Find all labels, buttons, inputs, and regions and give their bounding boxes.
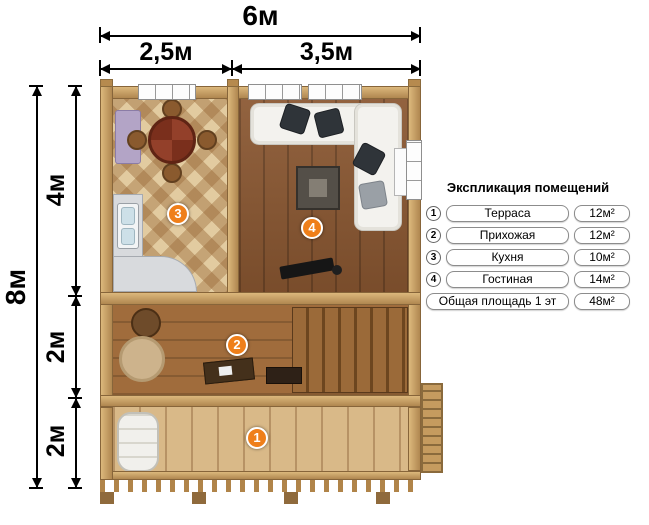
dim-tick <box>68 397 82 399</box>
living-room-window <box>308 84 362 100</box>
staircase <box>292 307 408 393</box>
total-area-value-pill: 48м² <box>574 293 630 310</box>
total-area-label-pill: Общая площадь 1 эт <box>426 293 569 310</box>
room-name-pill: Терраса <box>446 205 569 222</box>
legend-row-number: 1 <box>426 206 441 221</box>
dining-chair <box>162 163 182 183</box>
wall-kitchen-living <box>227 86 239 299</box>
dim-arrow-height-top <box>71 86 81 296</box>
wall-rooms-hallway <box>100 292 421 305</box>
dim-tick <box>68 85 82 87</box>
legend-row-number: 3 <box>426 250 441 265</box>
kitchen-sink <box>117 203 139 249</box>
legend-row-number: 4 <box>426 272 441 287</box>
dim-tick <box>231 60 233 76</box>
dim-tick <box>29 487 43 489</box>
sink-basin <box>121 207 135 225</box>
dining-table <box>148 116 196 164</box>
legend-title: Экспликация помещений <box>446 180 610 195</box>
dim-tick <box>419 27 421 43</box>
coffee-table <box>296 166 340 210</box>
hall-round-rug <box>119 336 165 382</box>
legend-total-row: Общая площадь 1 эт 48м² <box>426 293 630 310</box>
room-area-pill: 14м² <box>574 271 630 288</box>
dining-chair <box>127 130 147 150</box>
living-room-window <box>248 84 302 100</box>
dim-arrow-height-bottom <box>71 398 81 488</box>
terrace-footings <box>100 492 421 504</box>
hall-side-table <box>131 308 161 338</box>
terrace-wall-left <box>100 407 113 480</box>
wall-left <box>100 86 113 407</box>
terrace-balusters <box>100 480 421 492</box>
dim-label-height-total: 8м <box>0 268 31 306</box>
legend: Экспликация помещений 1 Терраса 12м² 2 П… <box>426 180 630 315</box>
log-end-tab <box>100 79 113 87</box>
dim-tick <box>29 85 43 87</box>
room-area-pill: 12м² <box>574 227 630 244</box>
dim-arrow-height-middle <box>71 296 81 398</box>
room-marker-hallway: 2 <box>226 334 248 356</box>
kitchen-window <box>138 84 196 100</box>
dim-label-height-middle: 2м <box>41 330 70 364</box>
room-name-pill: Кухня <box>446 249 569 266</box>
legend-row-kitchen: 3 Кухня 10м² <box>426 249 630 266</box>
room-name-pill: Прихожая <box>446 227 569 244</box>
log-end-tab <box>408 79 421 87</box>
room-marker-living: 4 <box>301 217 323 239</box>
dim-tick <box>68 487 82 489</box>
dim-label-width-total: 6м <box>242 0 279 31</box>
door-mat <box>266 367 302 384</box>
dim-label-height-top: 4м <box>41 173 70 207</box>
dim-tick <box>419 60 421 76</box>
terrace-railing-bar <box>100 471 421 480</box>
dim-label-height-bottom: 2м <box>41 424 70 458</box>
wall-hallway-terrace <box>100 395 421 407</box>
dim-label-width-right: 3,5м <box>299 38 354 66</box>
bench-item <box>218 365 233 377</box>
room-name-pill: Гостиная <box>446 271 569 288</box>
log-end-tab <box>227 79 239 87</box>
terrace-wall-right <box>408 407 421 471</box>
dining-chair <box>197 130 217 150</box>
dim-tick <box>68 295 82 297</box>
room-marker-kitchen: 3 <box>167 203 189 225</box>
wall-right <box>408 86 421 407</box>
room-marker-terrace: 1 <box>246 427 268 449</box>
living-room-side-window <box>406 140 422 200</box>
tv-accessory <box>332 265 342 275</box>
legend-row-number: 2 <box>426 228 441 243</box>
terrace-side-railing <box>421 383 443 473</box>
room-area-pill: 12м² <box>574 205 630 222</box>
legend-row-living: 4 Гостиная 14м² <box>426 271 630 288</box>
dim-tick <box>99 27 101 43</box>
dim-arrow-width-right <box>232 64 421 74</box>
dim-arrow-width-total <box>100 31 421 41</box>
room-area-pill: 10м² <box>574 249 630 266</box>
sofa-pillow <box>357 179 389 211</box>
sink-basin <box>121 227 135 245</box>
dim-tick <box>99 60 101 76</box>
legend-row-hallway: 2 Прихожая 12м² <box>426 227 630 244</box>
dim-label-width-left: 2,5м <box>139 38 193 66</box>
coffee-table-top <box>309 179 327 197</box>
dim-arrow-width-left <box>100 64 232 74</box>
dim-arrow-height-total <box>32 86 42 488</box>
terrace-bench <box>117 412 159 472</box>
legend-row-terrace: 1 Терраса 12м² <box>426 205 630 222</box>
